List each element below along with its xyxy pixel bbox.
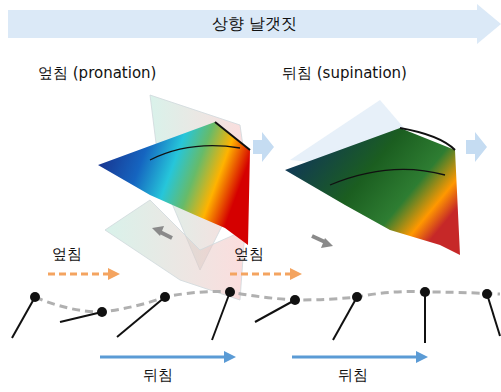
phase-label: 엎침 (pronation) — [38, 64, 156, 83]
supination-label: 뒤침 — [338, 366, 368, 385]
banner-arrow: 상향 날갯짓 — [8, 4, 501, 44]
pronation-label: 엎침 — [234, 245, 264, 264]
pronation-label: 엎침 — [52, 245, 82, 264]
supination-label: 뒤침 — [143, 366, 173, 385]
phase-label: 뒤침 (supination) — [282, 64, 407, 83]
banner-title: 상향 날갯짓 — [212, 14, 297, 35]
